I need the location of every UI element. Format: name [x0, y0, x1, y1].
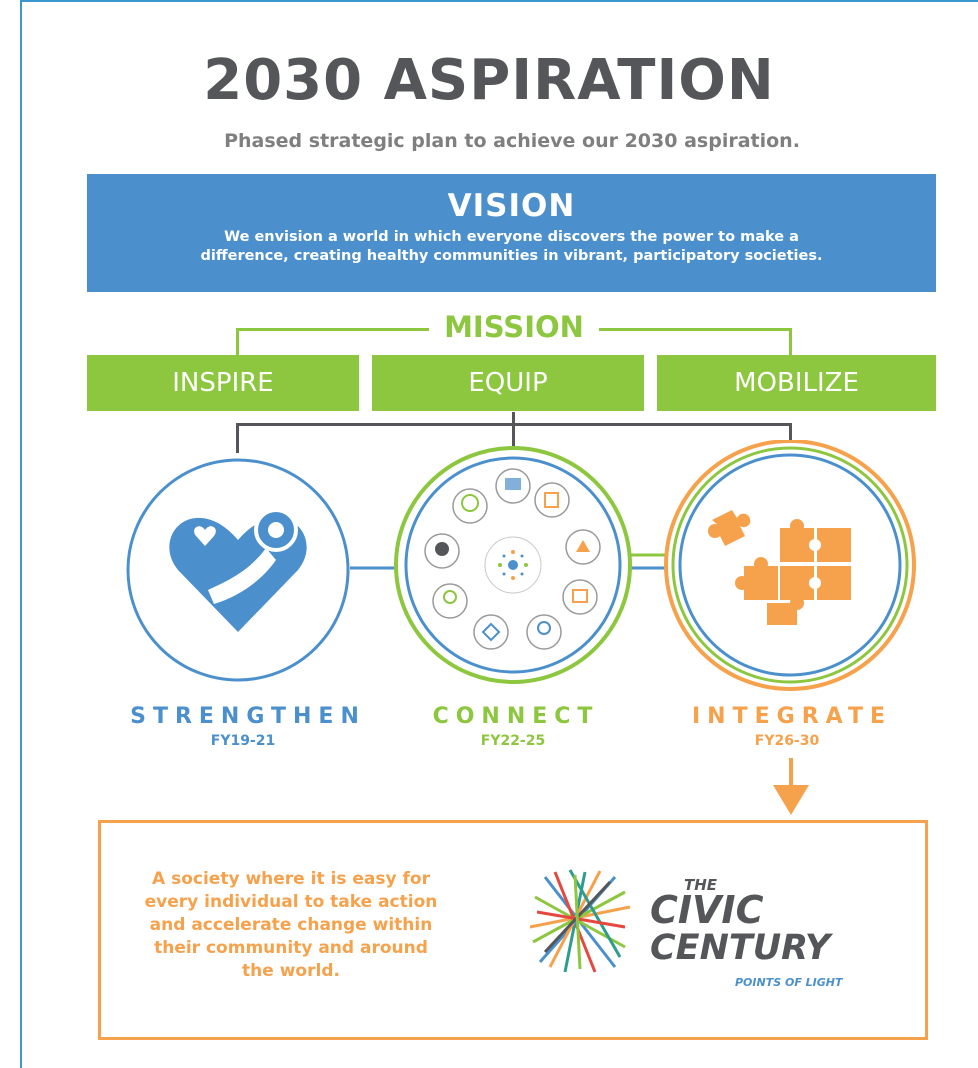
outcome-statement: A society where it is easy for every ind… — [131, 868, 451, 983]
phase-connector-right — [789, 423, 792, 453]
page-frame-top — [20, 0, 978, 2]
phase-strengthen-years: FY19-21 — [210, 733, 276, 749]
outcome-box: A society where it is easy for every ind… — [98, 820, 928, 1040]
phase-connect-name: CONNECT — [432, 704, 600, 729]
civic-circle-icon — [424, 468, 601, 650]
vision-banner: VISION We envision a world in which ever… — [87, 174, 936, 292]
logo-the: THE — [684, 876, 718, 894]
phase-connect-years: FY22-25 — [480, 733, 546, 749]
outcome-line-5: the world. — [242, 961, 340, 981]
phase-connector-left — [236, 423, 239, 453]
heart-with-hand-icon — [169, 508, 307, 632]
mission-bracket-left-horizontal — [236, 328, 431, 331]
strengthen-circle — [126, 458, 350, 682]
vision-heading: VISION — [447, 188, 576, 224]
mission-heading: MISSION — [429, 310, 599, 344]
puzzle-pieces-icon — [708, 510, 851, 625]
logo-civic: CIVIC — [650, 888, 764, 932]
connect-circle — [394, 446, 632, 684]
integrate-arrow-shaft — [789, 758, 793, 788]
civic-century-logo-mark — [529, 869, 631, 973]
vision-line-1: We envision a world in which everyone di… — [224, 229, 799, 245]
mission-pillar-equip: EQUIP — [372, 355, 644, 411]
phase-connector-center — [512, 412, 515, 452]
logo-tagline: POINTS OF LIGHT — [735, 976, 843, 989]
outcome-line-3: and accelerate change within — [149, 915, 433, 935]
mission-bracket-right-horizontal — [597, 328, 792, 331]
mission-pillar-mobilize: MOBILIZE — [657, 355, 936, 411]
outcome-line-1: A society where it is easy for — [152, 869, 430, 889]
phase-integrate-years: FY26-30 — [754, 733, 820, 749]
outcome-line-2: every individual to take action — [144, 892, 438, 912]
outcome-line-4: their community and around — [154, 938, 428, 958]
logo-century: CENTURY — [650, 928, 831, 968]
mission-bracket-left-vertical — [236, 328, 239, 356]
page-subtitle: Phased strategic plan to achieve our 203… — [224, 130, 800, 152]
integrate-arrow-head — [773, 785, 809, 815]
phase-integrate-name: INTEGRATE — [692, 704, 892, 729]
vision-line-2: difference, creating healthy communities… — [200, 248, 823, 264]
phase-circles-graphic — [126, 440, 916, 691]
integrate-circle — [664, 440, 916, 691]
phase-strengthen-name: STRENGTHEN — [130, 704, 366, 729]
mission-pillar-inspire: INSPIRE — [87, 355, 359, 411]
page-title: 2030 ASPIRATION — [203, 48, 775, 113]
page-frame-left — [20, 0, 22, 1068]
vision-statement: We envision a world in which everyone di… — [87, 228, 936, 266]
mission-bracket-right-vertical — [789, 328, 792, 356]
